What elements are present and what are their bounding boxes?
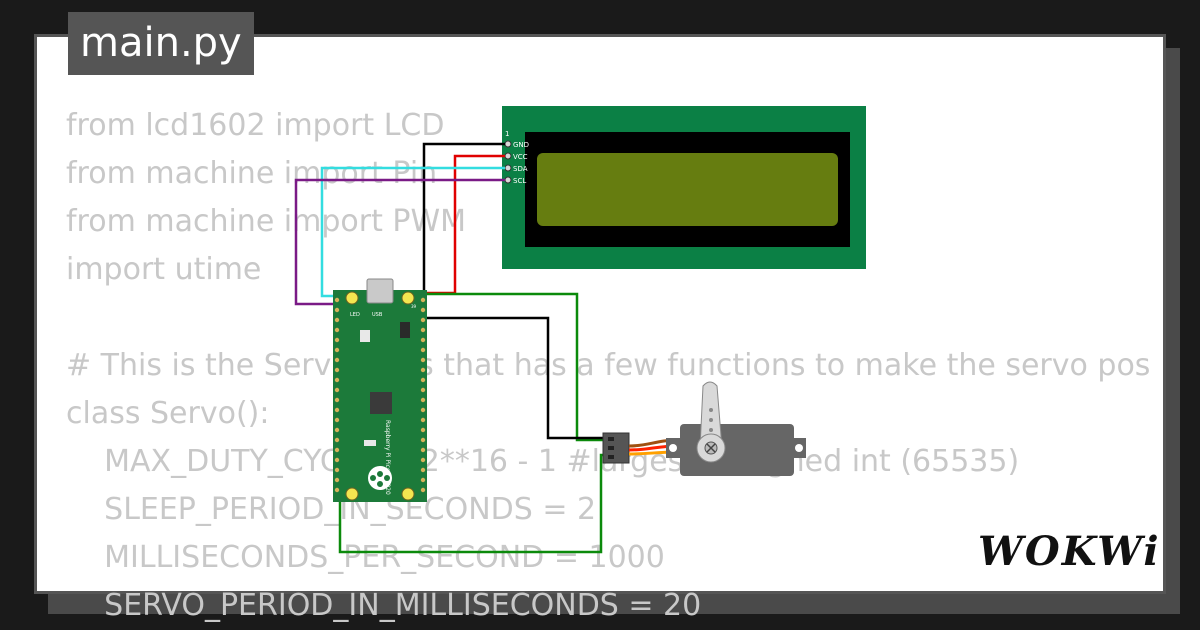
usb-label: USB bbox=[372, 312, 383, 318]
lcd-pin-sda[interactable]: SDA bbox=[504, 164, 528, 173]
code-area: from lcd1602 import LCD from machine impo… bbox=[34, 34, 1166, 623]
pico-pin[interactable] bbox=[420, 407, 426, 413]
code-line: SLEEP_PERIOD_IN_SECONDS = 2 bbox=[66, 492, 597, 527]
wire-sda[interactable] bbox=[320, 166, 505, 298]
pico-pin[interactable] bbox=[334, 457, 340, 463]
wire-gnd[interactable] bbox=[422, 142, 505, 305]
pico-pin[interactable] bbox=[420, 317, 426, 323]
code-line: from lcd1602 import LCD bbox=[66, 108, 445, 143]
board-text: Raspberry Pi Pico ©2020 bbox=[384, 420, 391, 495]
raspberry-logo-icon bbox=[368, 466, 392, 490]
lcd-pin-label: VCC bbox=[513, 153, 528, 161]
pico-pin[interactable] bbox=[420, 477, 426, 483]
pico-pin[interactable] bbox=[420, 347, 426, 353]
file-tab[interactable]: main.py bbox=[68, 12, 254, 75]
pico-pin[interactable] bbox=[334, 377, 340, 383]
rp2040-chip bbox=[370, 392, 392, 414]
pico-pin[interactable] bbox=[420, 467, 426, 473]
pico-pin[interactable] bbox=[420, 457, 426, 463]
lcd-pin1-label: 1 bbox=[505, 130, 509, 138]
mount-hole bbox=[401, 291, 415, 305]
pico-pin[interactable] bbox=[420, 297, 426, 303]
pico-pin[interactable] bbox=[334, 447, 340, 453]
pico-pin[interactable] bbox=[420, 337, 426, 343]
mount-hole bbox=[345, 291, 359, 305]
pico-pin[interactable] bbox=[334, 427, 340, 433]
code-line: class Servo(): bbox=[66, 396, 270, 431]
code-editor: from lcd1602 import LCD from machine impo… bbox=[66, 102, 1150, 630]
code-line: SERVO_PERIOD_IN_MILLISECONDS = 20 bbox=[66, 588, 702, 623]
pico-pin[interactable] bbox=[334, 357, 340, 363]
code-line: from machine import Pin bbox=[66, 156, 438, 191]
pin-number-label: 39 bbox=[411, 304, 417, 309]
wire-signal[interactable] bbox=[426, 292, 612, 442]
pico-pin[interactable] bbox=[420, 397, 426, 403]
mount-hole bbox=[345, 487, 359, 501]
pico-pin[interactable] bbox=[420, 327, 426, 333]
pico-pin[interactable] bbox=[334, 437, 340, 443]
wire-servo-gnd[interactable] bbox=[426, 316, 612, 440]
pico-pin[interactable] bbox=[420, 387, 426, 393]
pico-pin[interactable] bbox=[334, 337, 340, 343]
pico-pin[interactable] bbox=[420, 357, 426, 363]
raspberry-pi-pico[interactable]: USB LED 39 Raspberry Pi Pico ©2020 bbox=[333, 278, 427, 502]
pico-pin[interactable] bbox=[334, 297, 340, 303]
code-line: import utime bbox=[66, 252, 262, 287]
mount-hole bbox=[401, 487, 415, 501]
lcd-pin-label: GND bbox=[513, 141, 529, 149]
servo-motor[interactable] bbox=[602, 381, 806, 476]
pico-pin[interactable] bbox=[420, 367, 426, 373]
pico-pin[interactable] bbox=[420, 377, 426, 383]
pico-pin[interactable] bbox=[334, 407, 340, 413]
pico-pin[interactable] bbox=[334, 367, 340, 373]
pico-pin[interactable] bbox=[334, 487, 340, 493]
lcd-pin-label: SCL bbox=[513, 177, 526, 185]
lcd1602-display[interactable]: 1 GND VCC SDA SCL bbox=[502, 106, 866, 269]
led-label: LED bbox=[350, 312, 360, 318]
lcd-pin-label: SDA bbox=[513, 165, 528, 173]
pico-pin[interactable] bbox=[420, 447, 426, 453]
pico-pin[interactable] bbox=[420, 487, 426, 493]
pico-pin[interactable] bbox=[420, 307, 426, 313]
screw-icon bbox=[706, 443, 716, 453]
pico-pin[interactable] bbox=[334, 397, 340, 403]
pico-pin[interactable] bbox=[334, 307, 340, 313]
pico-pin[interactable] bbox=[334, 417, 340, 423]
wire-scl[interactable] bbox=[294, 178, 505, 306]
pico-pin[interactable] bbox=[420, 427, 426, 433]
usb-connector bbox=[366, 278, 394, 304]
pico-pin[interactable] bbox=[334, 387, 340, 393]
wire-vcc[interactable] bbox=[418, 154, 505, 295]
pico-pin[interactable] bbox=[334, 317, 340, 323]
pico-pin[interactable] bbox=[334, 467, 340, 473]
pico-pin[interactable] bbox=[334, 327, 340, 333]
pico-pin[interactable] bbox=[334, 347, 340, 353]
pico-pin[interactable] bbox=[420, 437, 426, 443]
pico-pin[interactable] bbox=[334, 477, 340, 483]
pico-pin[interactable] bbox=[420, 417, 426, 423]
pico-pin-headers bbox=[334, 297, 426, 493]
code-line: from machine import PWM bbox=[66, 204, 467, 239]
wokwi-logo: WOKWi bbox=[978, 528, 1161, 575]
